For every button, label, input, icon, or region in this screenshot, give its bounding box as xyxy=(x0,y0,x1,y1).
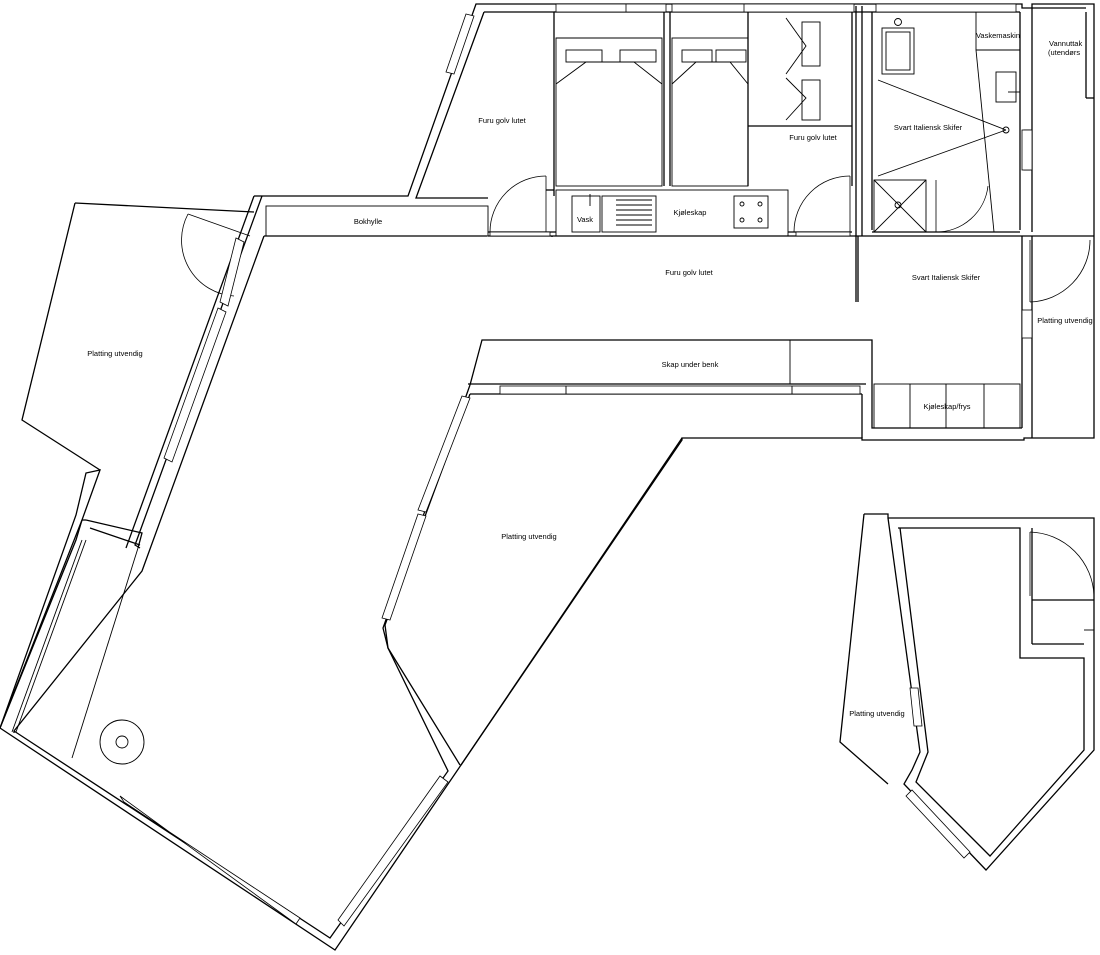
beds xyxy=(555,17,821,187)
label-vannuttak-2: (utendørs xyxy=(1048,48,1080,57)
annex-building xyxy=(839,513,1095,871)
label-platting-annex: Platting utvendig xyxy=(849,709,904,718)
label-vaskemaskin: Vaskemaskin xyxy=(976,31,1020,40)
north-wing-interior xyxy=(265,6,1094,302)
label-platting-center: Platting utvendig xyxy=(501,532,556,541)
label-kjoleskap-kitchen: Kjøleskap xyxy=(674,208,707,217)
label-furu-room-a: Furu golv lutet xyxy=(478,116,526,125)
label-platting-left: Platting utvendig xyxy=(87,349,142,358)
label-entry-floor: Svart Italiensk Skifer xyxy=(912,273,981,282)
label-bath-floor: Svart Italiensk Skifer xyxy=(894,123,963,132)
room-labels: Furu golv lutet Furu golv lutet Bokhylle… xyxy=(87,31,1092,718)
label-vask: Vask xyxy=(577,215,593,224)
label-furu-hall: Furu golv lutet xyxy=(665,268,713,277)
label-vannuttak-1: Vannuttak xyxy=(1049,39,1082,48)
fixtures xyxy=(99,236,1021,765)
left-deck xyxy=(0,202,255,759)
label-furu-room-c: Furu golv lutet xyxy=(789,133,837,142)
label-skap-under-benk: Skap under benk xyxy=(662,360,719,369)
label-kjoleskap-frys: Kjøleskap/frys xyxy=(923,402,970,411)
label-platting-right: Platting utvendig xyxy=(1037,316,1092,325)
label-bokhylle: Bokhylle xyxy=(354,217,382,226)
windows xyxy=(119,3,1033,927)
door-swings xyxy=(181,175,1095,597)
exterior-walls xyxy=(0,3,1095,951)
bathroom xyxy=(873,12,1031,233)
